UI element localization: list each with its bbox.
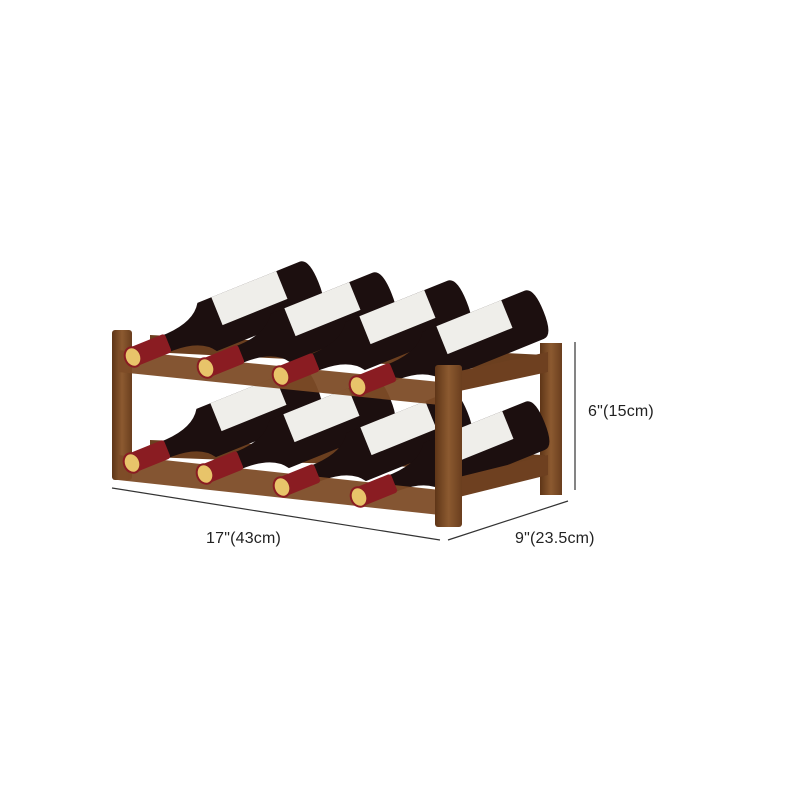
bottle-label xyxy=(211,271,288,326)
wine-bottle xyxy=(202,272,397,377)
front-right-post xyxy=(435,365,462,527)
bottle-capsule xyxy=(122,440,171,474)
wine-bottle xyxy=(278,391,473,496)
wine-bottle xyxy=(277,280,472,385)
wine-bottle xyxy=(201,378,396,483)
bottle-label xyxy=(210,377,287,432)
bottle-label xyxy=(359,290,436,345)
bottle-capsule xyxy=(349,474,398,508)
bottle-label xyxy=(360,401,437,456)
height-label: 6"(15cm) xyxy=(588,403,654,420)
wine-bottle xyxy=(354,290,549,395)
bottle-label xyxy=(284,282,361,337)
cork-top xyxy=(196,357,216,379)
width-label: 17"(43cm) xyxy=(206,530,282,547)
bottle-capsule xyxy=(123,334,172,368)
bottle-capsule xyxy=(195,451,244,485)
bottle-capsule xyxy=(348,363,397,397)
side-upper-rail xyxy=(455,352,548,392)
wine-bottle xyxy=(129,261,324,366)
bottle-label xyxy=(436,300,513,355)
cork-top xyxy=(123,346,143,368)
width-dimension-line xyxy=(111,487,441,541)
cork-top xyxy=(195,463,215,485)
depth-label: 9"(23.5cm) xyxy=(515,530,595,547)
side-lower-rail xyxy=(455,455,548,498)
bottle-capsule xyxy=(271,353,320,387)
bottle-capsule xyxy=(196,345,245,379)
wine-bottle xyxy=(128,367,323,472)
depth-dimension-line xyxy=(447,500,569,541)
bottle-capsule xyxy=(272,464,321,498)
bottle-label xyxy=(283,388,360,443)
cork-top xyxy=(122,452,142,474)
